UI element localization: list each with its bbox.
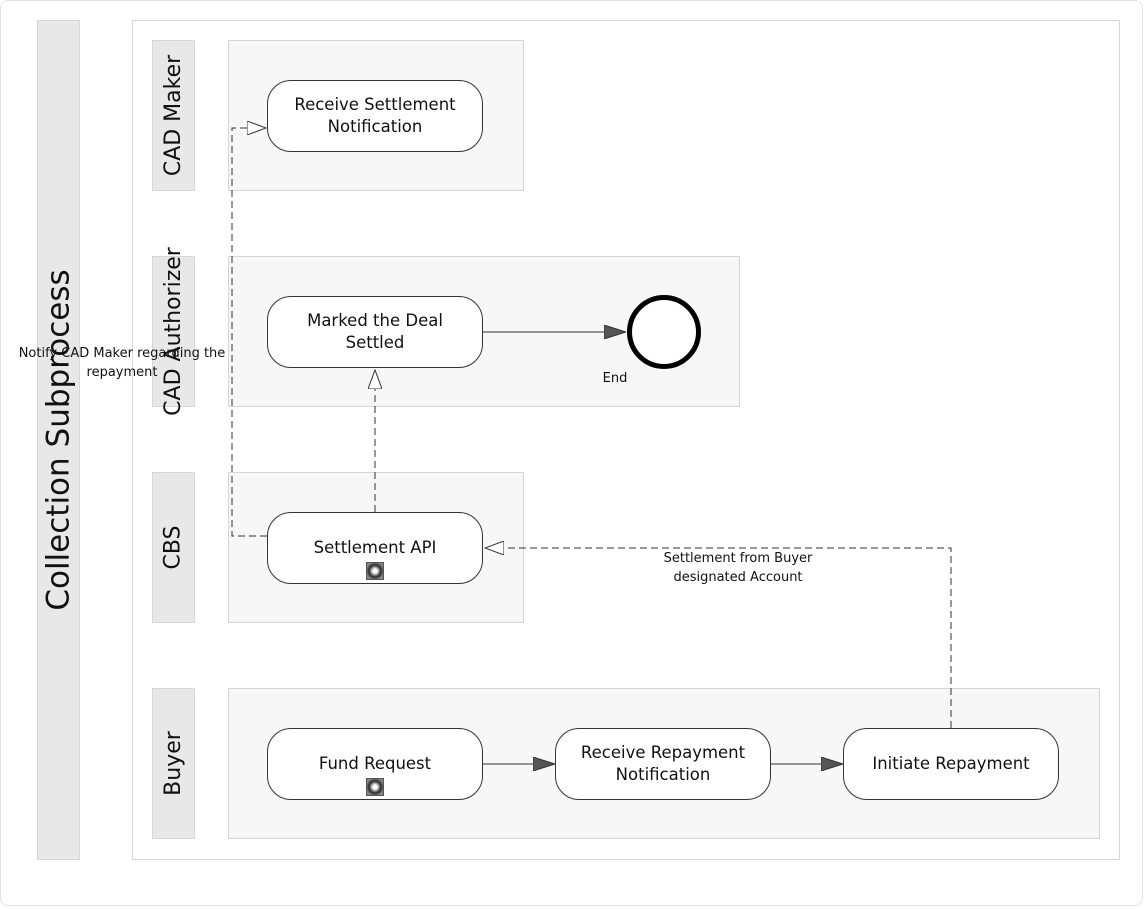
lane-header-buyer <box>152 688 195 839</box>
message-notify-cad-maker[interactable] <box>231 128 267 537</box>
pool-header <box>37 20 80 860</box>
task-fund-request[interactable]: Fund Request <box>267 728 483 800</box>
end-event[interactable] <box>627 295 701 369</box>
plus-icon[interactable] <box>366 778 384 796</box>
task-receive-settlement-notification[interactable]: Receive Settlement Notification <box>267 80 483 152</box>
task-marked-deal-settled[interactable]: Marked the Deal Settled <box>267 296 483 368</box>
end-event-label: End <box>602 371 628 386</box>
task-receive-repayment-notification[interactable]: Receive Repayment Notification <box>555 728 771 800</box>
task-initiate-repayment[interactable]: Initiate Repayment <box>843 728 1059 800</box>
lane-header-cad-maker <box>152 40 195 191</box>
lane-header-cad-authorizer <box>152 256 195 407</box>
lane-header-cbs <box>152 472 195 623</box>
message-settlement-from-buyer[interactable] <box>485 548 952 728</box>
message-label-notify-cad-maker: Notify CAD Maker regarding the repayment <box>18 346 226 380</box>
plus-icon[interactable] <box>366 562 384 580</box>
message-label-settlement-from-buyer: Settlement from Buyer designated Account <box>663 551 813 585</box>
